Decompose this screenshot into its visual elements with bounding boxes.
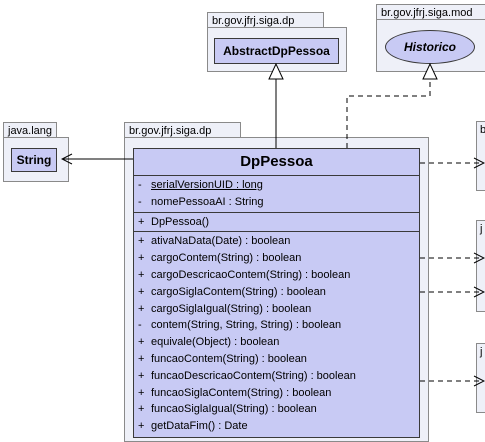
method-row: + funcaoContem(String) : boolean bbox=[134, 351, 419, 368]
class-dp-pessoa[interactable]: DpPessoa -serialVersionUID : long-nomePe… bbox=[133, 148, 420, 438]
method-row: + cargoContem(String) : boolean bbox=[134, 250, 419, 267]
package-dp-top: br.gov.jfrj.siga.dp AbstractDpPessoa bbox=[207, 12, 347, 72]
method-signature: ativaNaData(Date) : boolean bbox=[151, 235, 291, 248]
class-historico[interactable]: Historico bbox=[385, 30, 475, 64]
right-package-3-label: j bbox=[480, 346, 483, 358]
package-java-lang-label: java.lang bbox=[3, 122, 57, 138]
visibility-marker: + bbox=[138, 403, 145, 416]
method-signature: funcaoSiglaContem(String) : boolean bbox=[151, 386, 332, 399]
method-signature: cargoSiglaIgual(String) : boolean bbox=[151, 302, 312, 315]
method-signature: equivale(Object) : boolean bbox=[151, 336, 280, 349]
class-string[interactable]: String bbox=[11, 148, 57, 172]
constructor-row: + DpPessoa() bbox=[134, 214, 419, 231]
visibility-marker: - bbox=[138, 195, 142, 208]
visibility-marker: + bbox=[138, 386, 145, 399]
constructors-section: + DpPessoa() bbox=[134, 213, 419, 233]
method-signature: funcaoDescricaoContem(String) : boolean bbox=[151, 369, 356, 382]
method-row: + cargoSiglaIgual(String) : boolean bbox=[134, 301, 419, 318]
visibility-marker: + bbox=[138, 369, 145, 382]
method-row: + funcaoDescricaoContem(String) : boolean bbox=[134, 368, 419, 385]
method-signature: contem(String, String, String) : boolean bbox=[151, 319, 342, 332]
realization-line-historico bbox=[346, 79, 431, 148]
method-row: -contem(String, String, String) : boolea… bbox=[134, 317, 419, 334]
visibility-marker: + bbox=[138, 336, 145, 349]
attribute-signature: nomePessoaAI : String bbox=[151, 195, 264, 208]
realization-arrowhead-historico bbox=[422, 62, 438, 80]
attribute-row: -serialVersionUID : long bbox=[134, 177, 419, 194]
method-signature: cargoContem(String) : boolean bbox=[151, 252, 302, 265]
method-row: + cargoDescricaoContem(String) : boolean bbox=[134, 267, 419, 284]
method-row: + equivale(Object) : boolean bbox=[134, 334, 419, 351]
visibility-marker: + bbox=[138, 352, 145, 365]
method-signature: funcaoContem(String) : boolean bbox=[151, 352, 307, 365]
attributes-section: -serialVersionUID : long-nomePessoaAI : … bbox=[134, 176, 419, 213]
method-row: + cargoSiglaContem(String) : boolean bbox=[134, 284, 419, 301]
visibility-marker: + bbox=[138, 302, 145, 315]
method-row: + getDataFim() : Date bbox=[134, 418, 419, 435]
method-row: + funcaoSiglaContem(String) : boolean bbox=[134, 385, 419, 402]
visibility-marker: + bbox=[138, 252, 145, 265]
visibility-marker: - bbox=[138, 319, 142, 332]
method-signature: getDataFim() : Date bbox=[151, 420, 248, 433]
visibility-marker: + bbox=[138, 285, 145, 298]
package-java-lang: java.lang String bbox=[3, 122, 69, 182]
visibility-marker: + bbox=[138, 215, 145, 228]
visibility-marker: - bbox=[138, 179, 142, 191]
right-package-1: b bbox=[476, 121, 485, 191]
visibility-marker: + bbox=[138, 235, 145, 248]
visibility-marker: + bbox=[138, 420, 145, 433]
generalization-arrowhead-abstract bbox=[268, 62, 284, 80]
right-package-2: j bbox=[476, 220, 485, 312]
right-package-2-label: j bbox=[480, 223, 483, 235]
package-mod-label: br.gov.jfrj.siga.mod bbox=[376, 4, 485, 20]
methods-section: + ativaNaData(Date) : boolean + cargoContem… bbox=[134, 232, 419, 436]
method-signature: cargoDescricaoContem(String) : boolean bbox=[151, 268, 351, 281]
relationship-edges bbox=[0, 62, 485, 431]
constructor-signature: DpPessoa() bbox=[151, 215, 210, 228]
class-abstract-dp-pessoa[interactable]: AbstractDpPessoa bbox=[214, 38, 339, 64]
attribute-signature: serialVersionUID : long bbox=[151, 179, 263, 191]
method-signature: funcaoSiglaIgual(String) : boolean bbox=[151, 403, 317, 416]
right-package-1-label: b bbox=[480, 124, 485, 136]
method-row: + funcaoSiglaIgual(String) : boolean bbox=[134, 401, 419, 418]
visibility-marker: + bbox=[138, 268, 145, 281]
method-row: + ativaNaData(Date) : boolean bbox=[134, 233, 419, 250]
class-dp-pessoa-title: DpPessoa bbox=[134, 149, 419, 176]
attribute-row: -nomePessoaAI : String bbox=[134, 194, 419, 211]
method-signature: cargoSiglaContem(String) : boolean bbox=[151, 285, 326, 298]
